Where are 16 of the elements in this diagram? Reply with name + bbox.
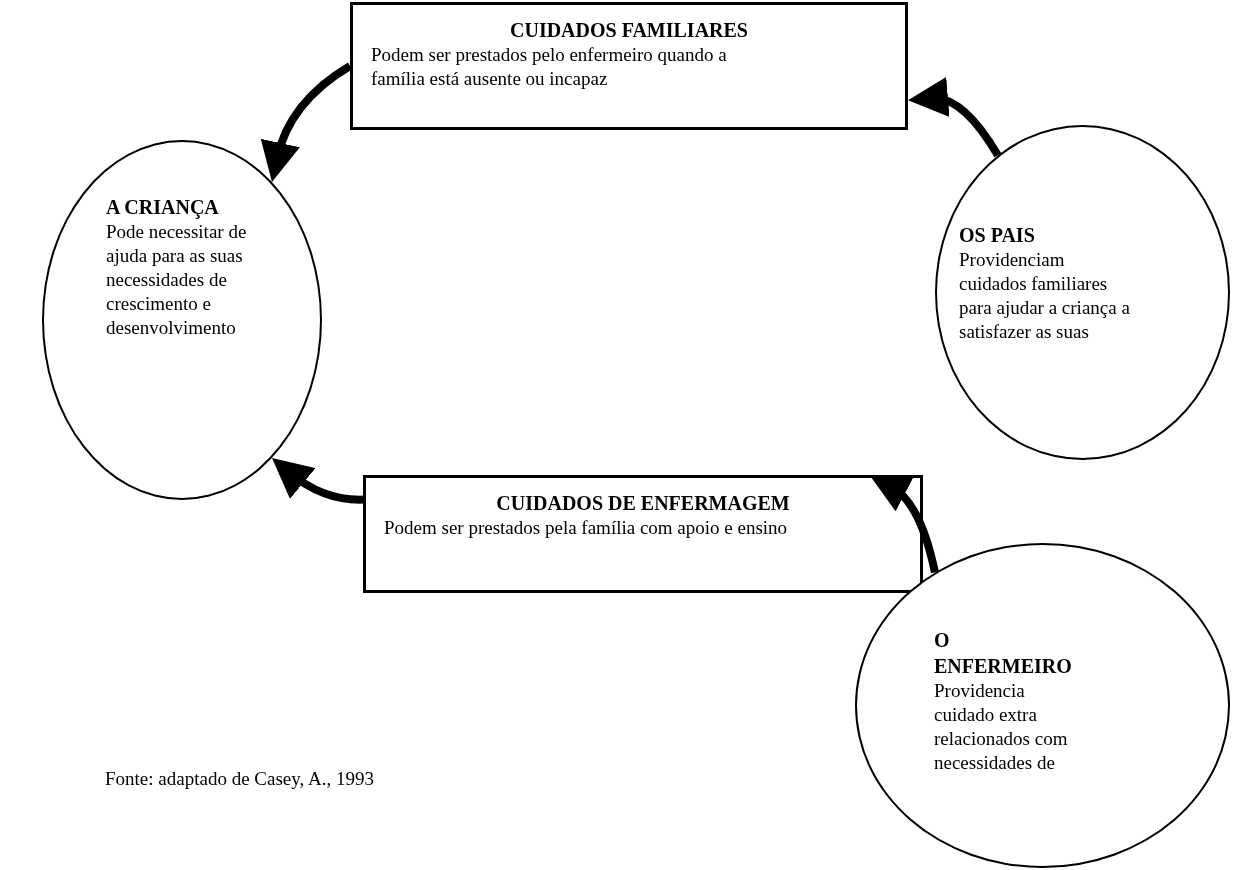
concept-box [350, 2, 908, 130]
concept-box [363, 475, 923, 593]
curved-arrow [261, 62, 353, 182]
source-note: Fonte: adaptado de Casey, A., 1993 [105, 767, 374, 791]
body-text: Podem ser prestados pelo enfermeiro quando a família está ausente ou incapaz [371, 43, 728, 91]
body-text: Providenciam cuidados familiares para ajudar a criança a satisfazer as suas [959, 248, 1131, 344]
heading-text: CUIDADOS FAMILIARES [509, 18, 749, 43]
body-text: Providencia cuidado extra relacionados com necessidades de [934, 679, 1069, 775]
heading-text: CUIDADOS DE ENFERMAGEM [495, 491, 791, 516]
heading-text: OS PAIS [959, 223, 1036, 248]
curved-arrow [907, 78, 1002, 158]
body-text: Podem ser prestados pela família com apoio e ensino [384, 516, 789, 540]
curved-arrow [271, 458, 363, 504]
heading-text: O ENFERMEIRO [934, 628, 1073, 679]
body-text: Pode necessitar de ajuda para as suas necessidades de crescimento e desenvolvimento [106, 220, 248, 340]
heading-text: A CRIANÇA [106, 195, 220, 220]
